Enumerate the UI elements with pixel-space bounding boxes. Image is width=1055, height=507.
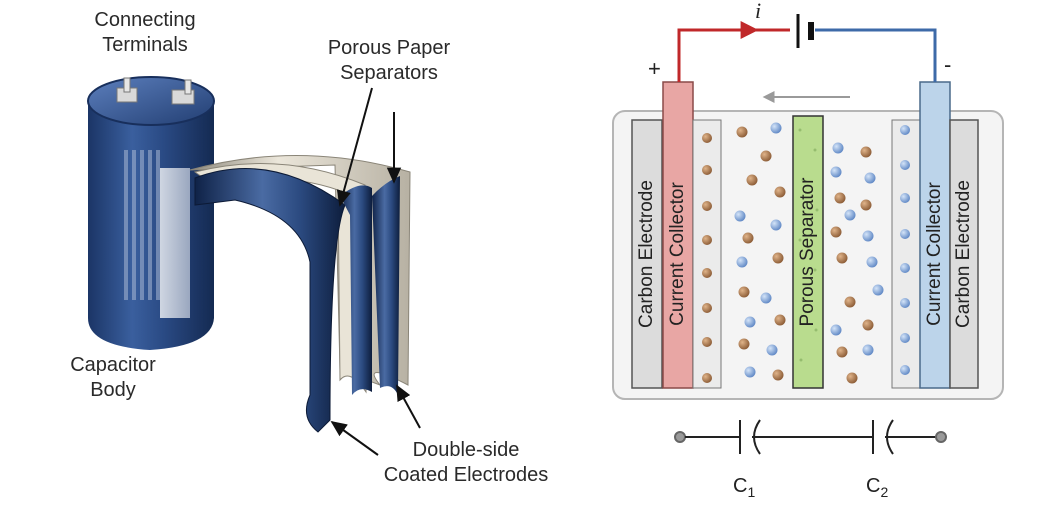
capacitor-stripes (124, 150, 160, 300)
porous-separator-shape (792, 115, 824, 389)
carbon-electrode-left (631, 119, 663, 389)
electrode-outer (372, 176, 400, 395)
terminal-left (674, 431, 686, 443)
label-porous-paper-separators: Porous Paper Separators (327, 37, 451, 84)
capacitor-can-top (87, 76, 215, 126)
ion-layer-right (891, 119, 921, 389)
connecting-terminals-shape (116, 77, 195, 105)
electrolyte-ions-left (734, 122, 786, 381)
separator-dots (798, 128, 819, 362)
label-capacitor-body: Capacitor Body (70, 354, 156, 401)
edlc-schematic: Carbon Electrode Current Collector Porou… (612, 0, 1004, 500)
plus-sign: + (648, 56, 661, 81)
terminal-right (935, 431, 947, 443)
electrolyte-ions-right (830, 142, 884, 384)
ions-right-adsorbed (900, 125, 910, 375)
current-symbol: i (755, 0, 761, 23)
ion-layer-left (692, 119, 722, 389)
label-current-collector-left: Current Collector (667, 182, 688, 326)
label-current-collector-right: Current Collector (924, 182, 945, 326)
label-carbon-electrode-right: Carbon Electrode (953, 180, 974, 328)
label-double-side-coated-electrodes: Double-side Coated Electrodes (383, 439, 549, 486)
minus-sign: - (944, 52, 951, 77)
arrow-electrode-1 (330, 420, 379, 456)
label-porous-separator: Porous Separator (797, 177, 818, 327)
label-carbon-electrode-left: Carbon Electrode (636, 180, 657, 328)
label-connecting-terminals: Connecting Terminals (94, 9, 196, 56)
electrode-middle (340, 185, 372, 395)
arrow-separator-1 (336, 87, 373, 207)
ions-left-adsorbed (702, 133, 712, 383)
equivalent-circuit (674, 419, 947, 455)
carbon-electrode-right (949, 119, 979, 389)
battery-symbol (796, 14, 814, 48)
arrow-electrode-2 (396, 384, 421, 429)
capacitor-illustration (87, 76, 411, 433)
wire-negative (815, 28, 937, 82)
roll-edge (160, 168, 190, 318)
wire-positive (677, 28, 790, 82)
label-c2: C2 (866, 475, 888, 500)
pointer-arrows (330, 87, 421, 456)
electrode-front (194, 168, 346, 433)
label-c1: C1 (733, 475, 755, 500)
